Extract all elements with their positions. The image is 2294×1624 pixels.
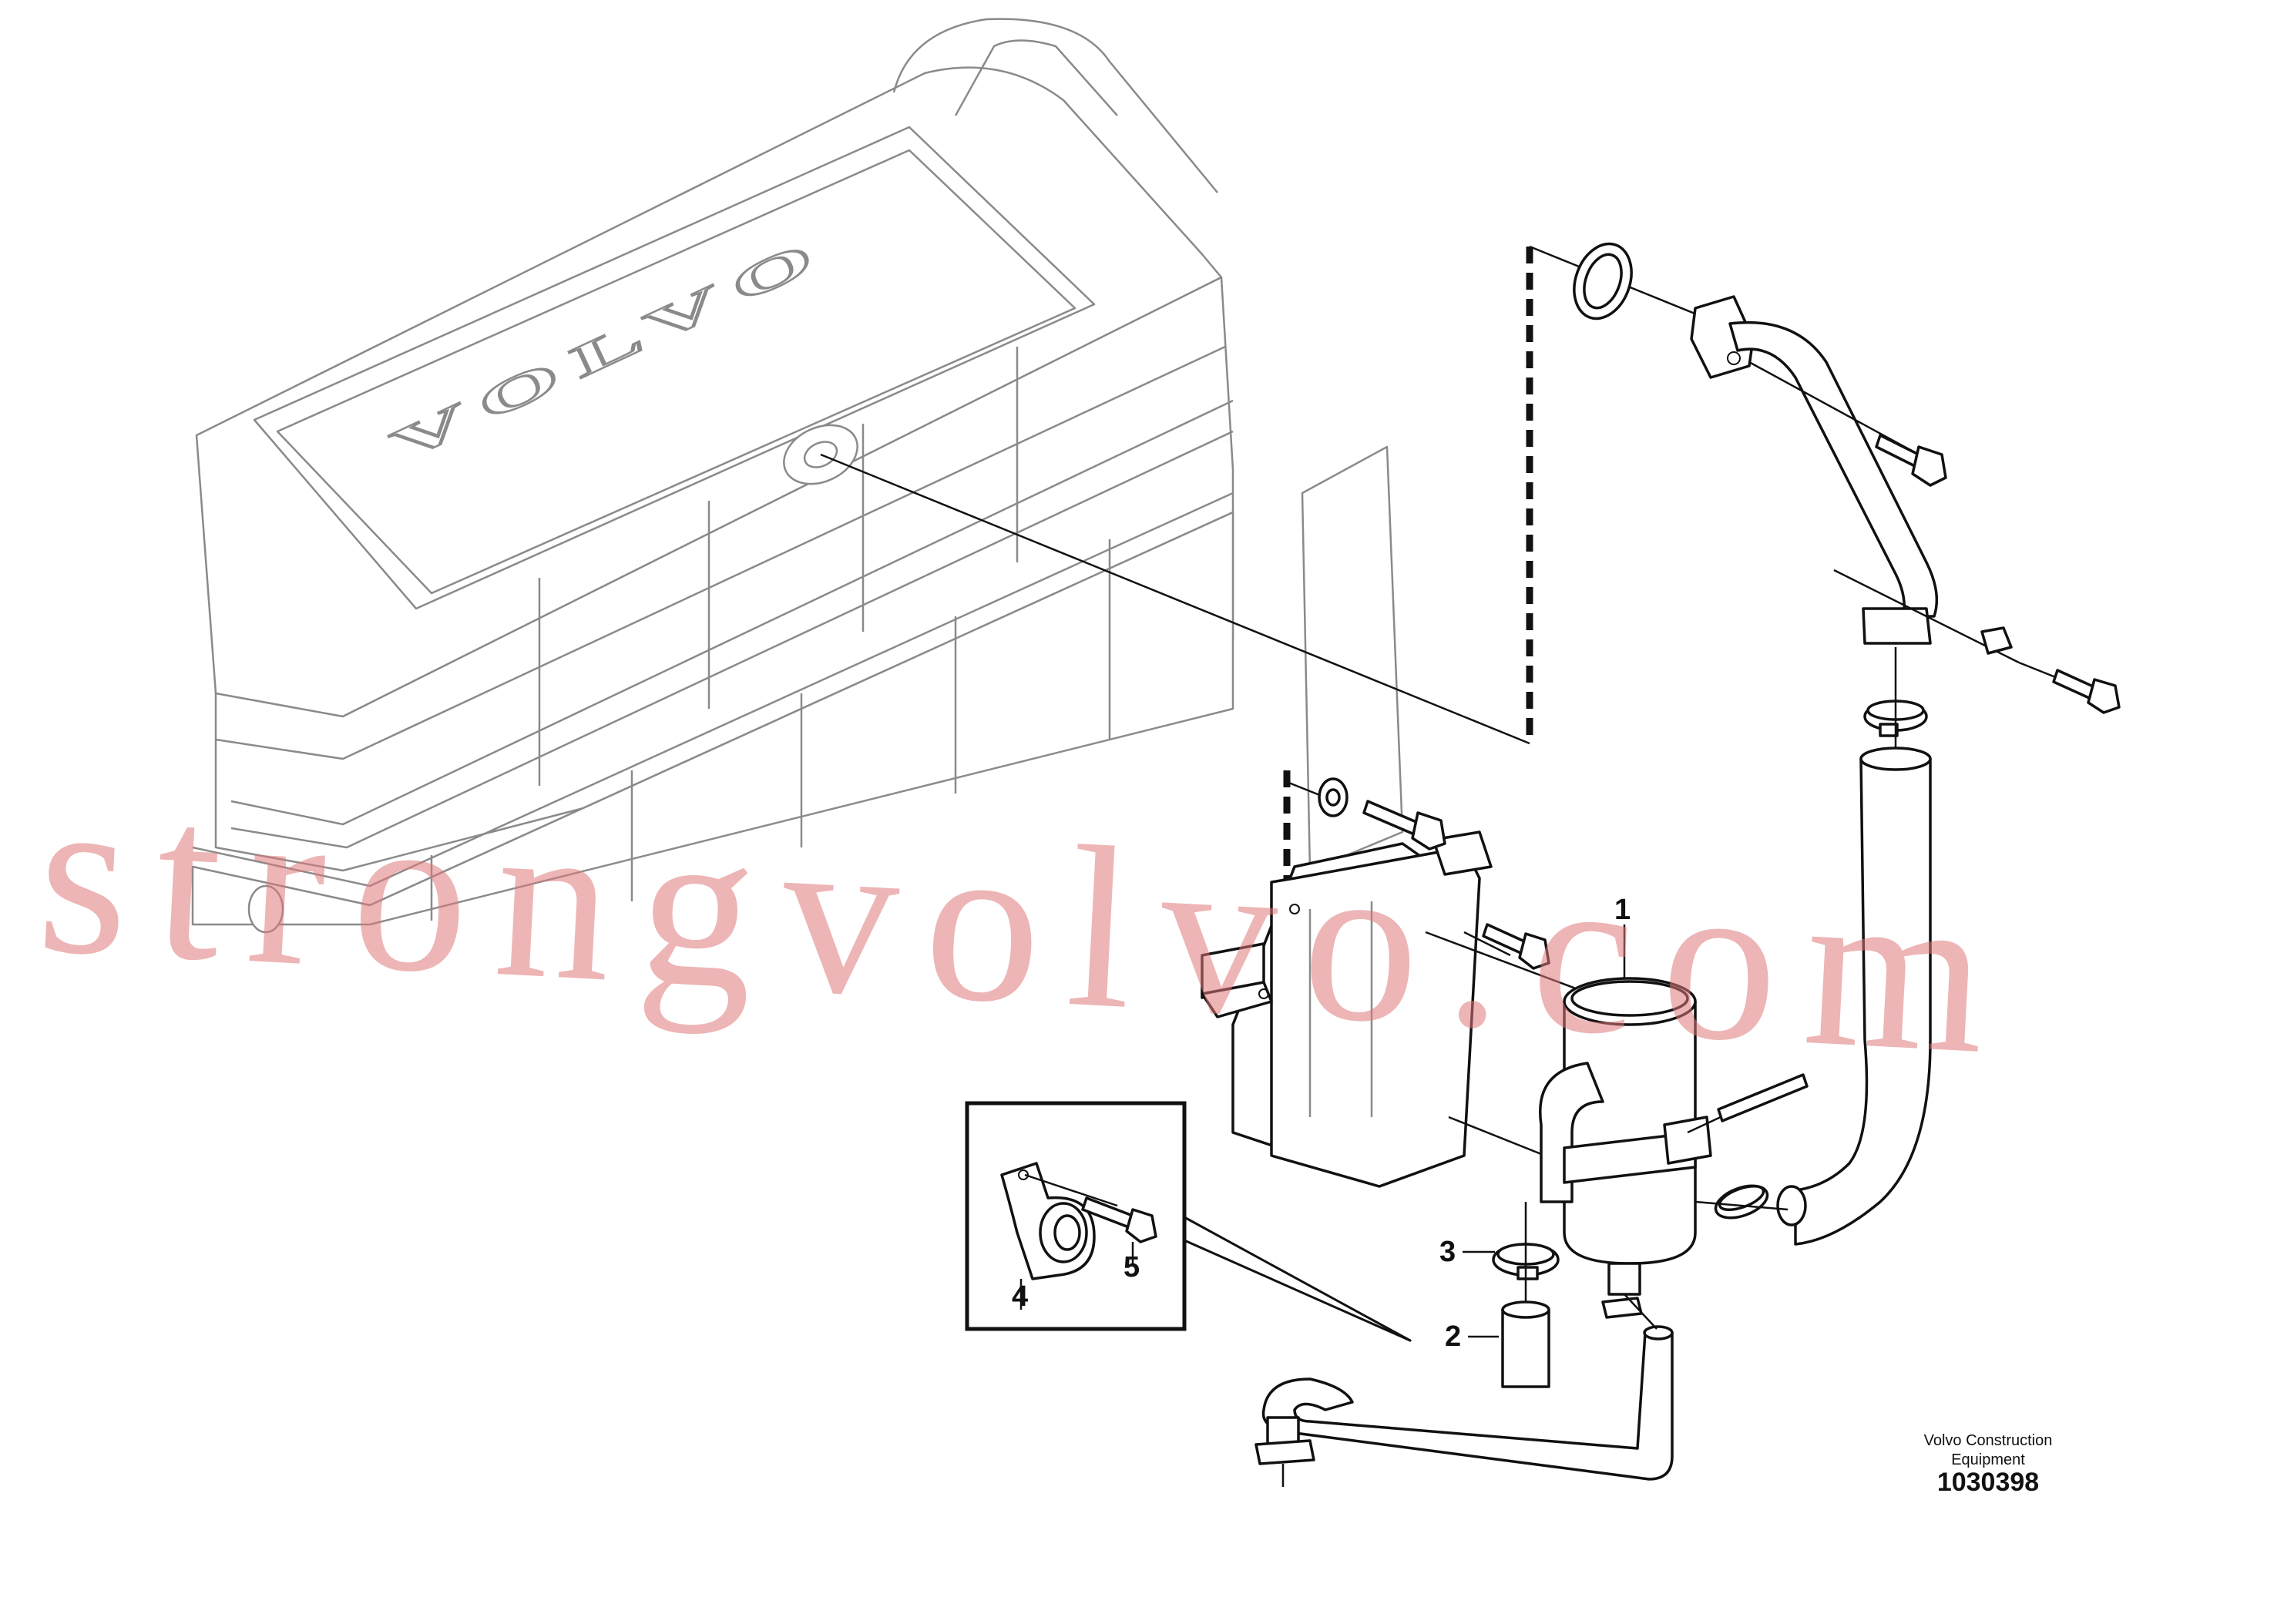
callout-4: 4 <box>1012 1280 1028 1313</box>
publisher-credit-line1: Volvo Construction <box>1923 1432 2053 1449</box>
callout-2: 2 <box>1445 1320 1461 1353</box>
detail-inset <box>965 1101 1412 1342</box>
mounting-bracket <box>1201 830 1493 1188</box>
hose-2 <box>1501 1308 1550 1388</box>
callout-3: 3 <box>1439 1236 1456 1268</box>
oil-separator <box>1539 977 1809 1296</box>
engine-valve-cover: VOLVO <box>191 18 1404 934</box>
publisher-credit: Volvo Construction Equipment <box>1865 1431 2111 1470</box>
drain-clip <box>1254 1416 1315 1487</box>
callout-5: 5 <box>1123 1251 1140 1283</box>
bracket-side-bolt <box>1463 923 1550 970</box>
drain-hose <box>1261 1331 1674 1481</box>
callout-1: 1 <box>1614 894 1631 926</box>
spacer <box>1980 626 2013 655</box>
breather-pipe-upper <box>1529 242 2121 714</box>
flex-hose-right <box>1794 757 1932 1246</box>
callouts: 1 2 3 4 5 <box>1012 894 1631 1353</box>
bracket-top-bolt <box>1286 777 1446 851</box>
hose-clamp-right <box>1694 1184 1807 1226</box>
rigid-pipe <box>1728 320 1939 618</box>
pipe-flange <box>1690 295 1755 379</box>
publisher-credit-line2: Equipment <box>1951 1451 2025 1468</box>
engine-port-leader <box>820 453 1530 745</box>
document-number: 1030398 <box>1936 1468 2040 1497</box>
